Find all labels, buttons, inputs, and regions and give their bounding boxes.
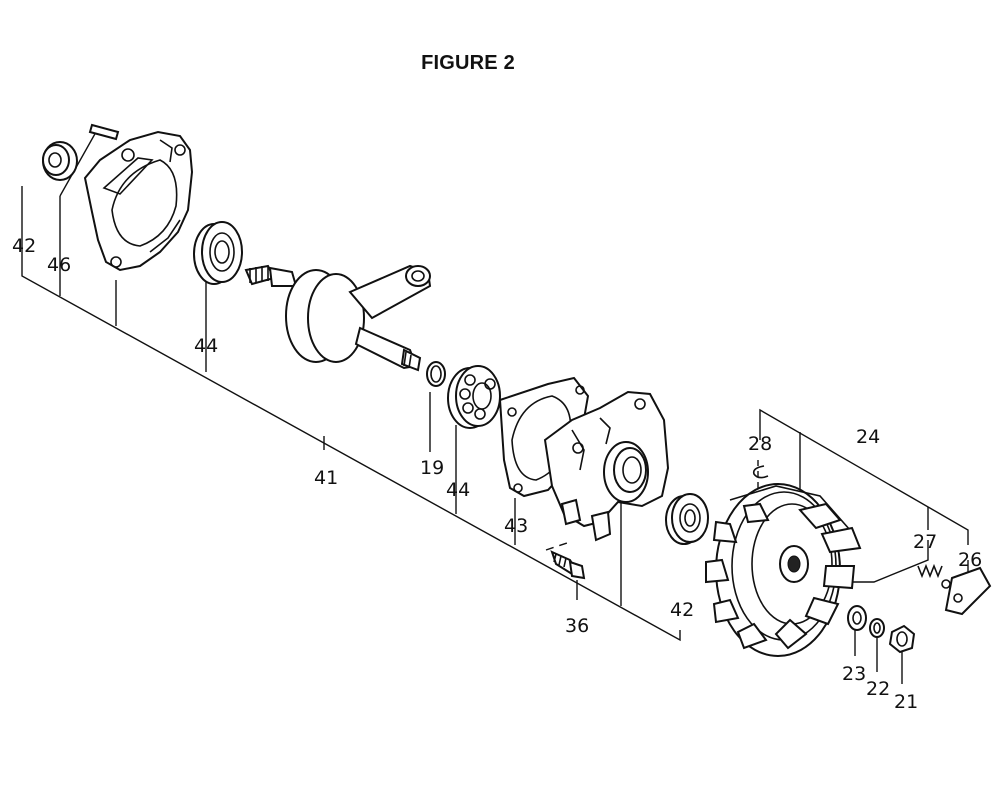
- pawl-26: [944, 566, 992, 616]
- callout-22: 22: [866, 678, 890, 700]
- callout-26: 26: [958, 549, 982, 571]
- callout-21: 21: [894, 691, 918, 713]
- callout-46: 46: [47, 254, 71, 276]
- pin-46: [88, 123, 120, 141]
- callout-36: 36: [565, 615, 589, 637]
- callout-19: 19: [420, 457, 444, 479]
- clip-28: [752, 465, 769, 479]
- bearing-44-left: [193, 221, 243, 285]
- callout-41: 41: [314, 467, 338, 489]
- bearing-42-right: [665, 493, 709, 545]
- bolt-36: [550, 550, 586, 580]
- callout-43: 43: [504, 515, 528, 537]
- callout-28: 28: [748, 433, 772, 455]
- callout-42-left: 42: [12, 235, 36, 257]
- callout-44-left: 44: [194, 335, 218, 357]
- spring-27: [917, 563, 951, 589]
- crankcase-right-half: [543, 390, 670, 542]
- callout-labels: 42 46 44 41 19 44 43 36 42 28 24 27 26 2…: [12, 235, 982, 713]
- callout-24: 24: [856, 426, 880, 448]
- flywheel-24: [705, 483, 862, 657]
- callout-42-right: 42: [670, 599, 694, 621]
- figure-title: FIGURE 2: [421, 52, 515, 74]
- leader-lines: [21, 131, 969, 684]
- nut-21: [888, 624, 916, 654]
- bearing-42-left: [42, 141, 78, 181]
- callout-44-right: 44: [446, 479, 470, 501]
- crankcase-left-half: [83, 130, 194, 272]
- callout-27: 27: [913, 531, 937, 553]
- washer-19: [426, 361, 446, 387]
- lock-washer-22: [869, 618, 885, 638]
- bearing-44-right: [447, 365, 501, 429]
- washer-23: [847, 605, 867, 631]
- crankshaft: [244, 264, 432, 372]
- callout-23: 23: [842, 663, 866, 685]
